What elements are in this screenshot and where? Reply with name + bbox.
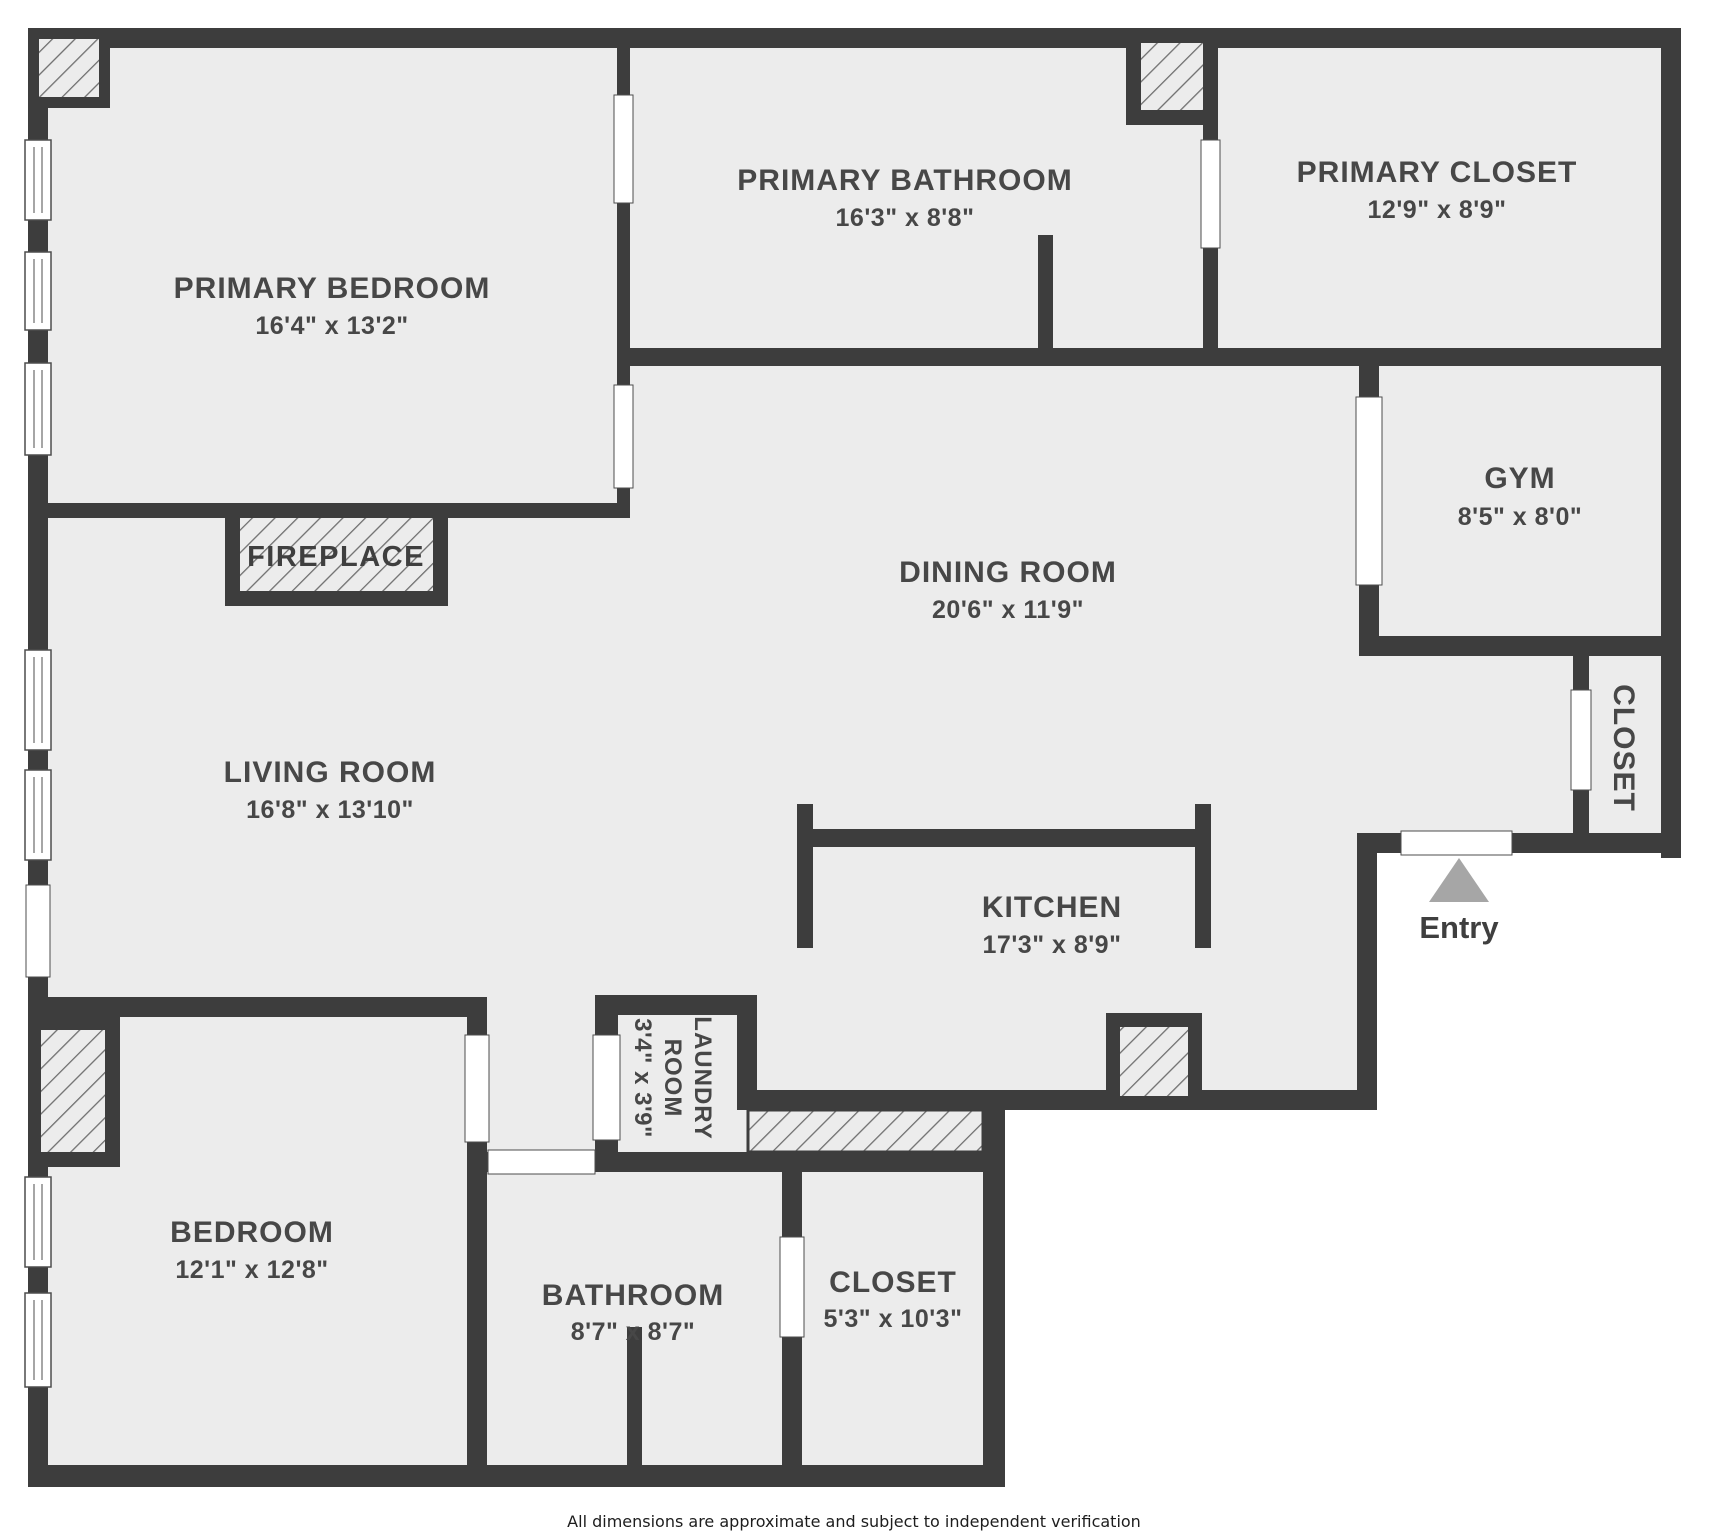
footer-note: All dimensions are approximate and subje… (567, 1512, 1141, 1531)
closet-dims: 5'3" x 10'3" (824, 1305, 963, 1333)
closet-title: CLOSET (829, 1266, 957, 1299)
window (24, 649, 52, 751)
wall-bottom (28, 1465, 1005, 1487)
laundry-room-dims: 3'4" x 3'9" (629, 1018, 656, 1138)
primary-bathroom-dims: 16'3" x 8'8" (836, 204, 975, 232)
wall-right (1661, 28, 1681, 858)
bedroom-dims: 12'1" x 12'8" (175, 1256, 328, 1284)
window (24, 139, 52, 221)
living-room-dims: 16'8" x 13'10" (246, 796, 414, 824)
wall-laundry-right (737, 995, 757, 1110)
laundry-room-line2: ROOM (659, 1039, 686, 1118)
wall-gym-bottom (1359, 636, 1681, 656)
laundry-room-line1: LAUNDRY (689, 1016, 716, 1139)
entry-direction-triangle-icon (1429, 858, 1489, 902)
kitchen-counter (797, 804, 1211, 948)
bedroom-title: BEDROOM (170, 1216, 334, 1249)
primary-closet-title: PRIMARY CLOSET (1297, 156, 1578, 189)
door-primary-bedroom-bathroom (613, 94, 634, 204)
opening-living-room (25, 884, 51, 978)
primary-closet-dims: 12'9" x 8'9" (1368, 196, 1507, 224)
column-hatch-bedroom (39, 1028, 107, 1154)
wall-primary-bathroom-stub (1038, 235, 1053, 348)
wall-bedroom-top (28, 997, 487, 1017)
gym-title: GYM (1484, 462, 1555, 495)
entry-label: Entry (1419, 910, 1499, 945)
column-hatch-kitchen (1118, 1025, 1190, 1098)
wall-left (28, 28, 48, 1487)
dining-room-title: DINING ROOM (899, 556, 1117, 589)
primary-bathroom-title: PRIMARY BATHROOM (737, 164, 1072, 197)
wall-entry-vertical (1357, 833, 1377, 1110)
dining-room-dims: 20'6" x 11'9" (932, 596, 1084, 624)
windows (24, 139, 52, 1388)
column-hatch-top-right (1139, 41, 1205, 112)
wall-top (28, 28, 1681, 48)
opening-gym (1355, 396, 1383, 586)
window (24, 769, 52, 861)
wall-main-horizontal (617, 348, 1681, 366)
window (24, 1292, 52, 1388)
primary-bedroom-dims: 16'4" x 13'2" (255, 312, 408, 340)
wall-kitchen-bottom (740, 1090, 1377, 1110)
door-primary-closet (1200, 139, 1221, 249)
fireplace-label: FIREPLACE (247, 541, 425, 573)
window (24, 251, 52, 331)
primary-bedroom-title: PRIMARY BEDROOM (174, 272, 491, 305)
kitchen-counter-left-cap (797, 804, 813, 948)
hatch-strip-closet-top (746, 1108, 985, 1154)
door-primary-bedroom-dining (613, 384, 634, 489)
wall-bathroom-stub (627, 1327, 642, 1465)
door-laundry (592, 1034, 621, 1141)
fireplace-hatch (238, 516, 435, 593)
wall-closet-right (983, 1090, 1005, 1465)
wall-laundry-top (595, 995, 757, 1015)
floor-footprint (38, 38, 1671, 1475)
kitchen-counter-bar (797, 829, 1211, 847)
kitchen-counter-right-cap (1195, 804, 1211, 948)
kitchen-title: KITCHEN (982, 891, 1122, 924)
bathroom-dims: 8'7" x 8'7" (571, 1318, 696, 1346)
door-entry (1400, 830, 1513, 856)
wall-lower-main (467, 1152, 1005, 1172)
window (24, 1176, 52, 1268)
structural-columns (28, 28, 1217, 1167)
door-hall-closet (1570, 689, 1592, 791)
living-room-title: LIVING ROOM (224, 756, 437, 789)
door-bedroom (464, 1034, 490, 1143)
column-hatch-top-left (37, 37, 101, 99)
kitchen-dims: 17'3" x 8'9" (983, 931, 1122, 959)
room-labels: PRIMARY BEDROOM 16'4" x 13'2" PRIMARY BA… (170, 156, 1640, 1346)
hall-closet-title: CLOSET (1607, 684, 1640, 812)
door-closet (779, 1236, 805, 1338)
window (24, 362, 52, 456)
door-openings (464, 94, 1592, 1338)
laundry-room-label: LAUNDRY ROOM 3'4" x 3'9" (629, 1016, 716, 1139)
opening-bathroom-hall (487, 1149, 596, 1175)
gym-dims: 8'5" x 8'0" (1458, 503, 1583, 531)
bathroom-title: BATHROOM (542, 1279, 724, 1312)
